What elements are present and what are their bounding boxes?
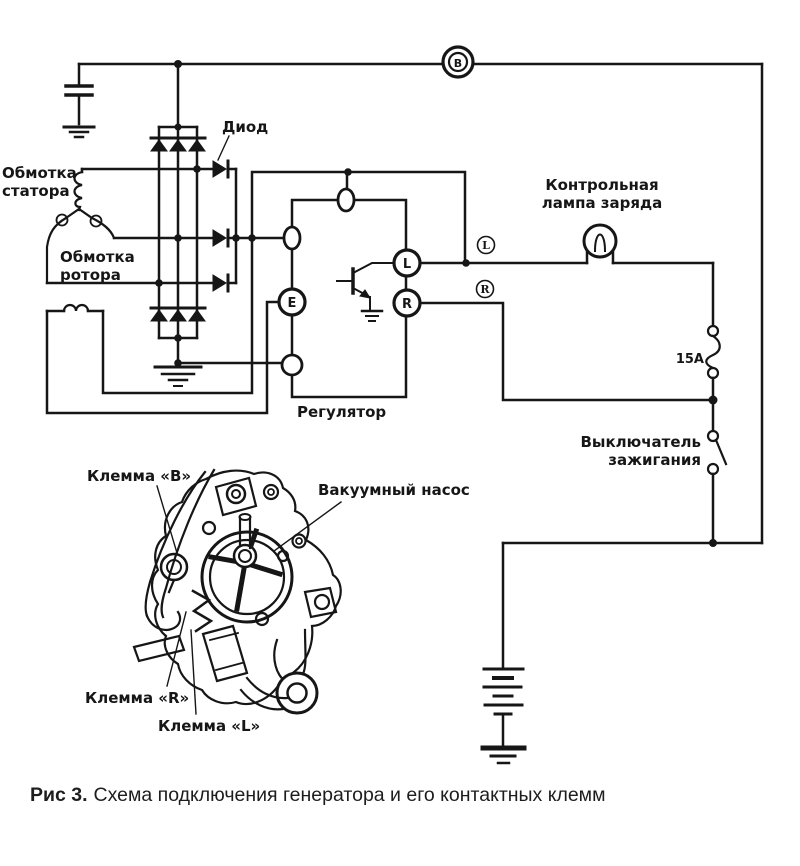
fuse-icon [705, 261, 721, 402]
vacuum-pump-label: Вакуумный насос [318, 481, 470, 499]
terminal-e [277, 287, 307, 317]
regulator-label: Регулятор [297, 403, 386, 421]
charge-lamp-icon [582, 223, 618, 259]
lamp-circuit-wire [418, 249, 715, 265]
terminal-l-letter: L [403, 257, 411, 272]
fuse-rating-label: 15A [676, 352, 704, 367]
circled-r-icon [475, 279, 495, 299]
capacitor-icon [64, 62, 94, 126]
terminal-r-letter: R [402, 297, 412, 312]
transistor-icon [336, 262, 395, 322]
figure-number: Рис 3. [30, 784, 88, 806]
klemma-l-label: Клемма «L» [158, 717, 260, 735]
klemma-r-label: Клемма «R» [85, 689, 189, 707]
rotor-winding-label-line2: ротора [60, 266, 121, 284]
diode-icon [149, 136, 207, 322]
circled-l-letter: L [482, 239, 490, 252]
pointer-lines [156, 485, 342, 715]
ammeter-b-icon [441, 45, 475, 79]
circled-r-letter: R [480, 283, 490, 296]
circled-l-icon [476, 235, 496, 255]
diode-pointer-line [217, 135, 230, 161]
phase-wires [45, 167, 286, 285]
ignition-switch-icon [706, 398, 728, 545]
regulator-box [277, 187, 422, 399]
klemma-b-label: Клемма «B» [87, 467, 191, 485]
alternator-illustration [132, 468, 342, 715]
diode-bridge [149, 62, 207, 365]
bridge-ground-icon [153, 361, 284, 387]
main-positive-bus [77, 62, 764, 545]
battery-wire [501, 541, 764, 669]
diode-trio-icons [212, 159, 230, 293]
stator-winding-icon [73, 167, 84, 212]
stator-winding-label-line2: статора [2, 182, 70, 200]
charge-lamp-label-line2: лампа заряда [542, 194, 663, 212]
r-terminal-wire [418, 301, 715, 402]
terminal-e-letter: E [288, 296, 297, 311]
rotor-winding-icon [45, 207, 116, 285]
stator-winding-label-line1: Обмотка [2, 164, 77, 182]
charge-lamp-label-line1: Контрольная [545, 176, 658, 194]
figure-caption-text: Схема подключения генератора и его конта… [93, 784, 606, 806]
rl-connector [191, 589, 214, 633]
generator-wiring-diagram: Обмотка статора Обмотка ротора Диод Регу… [2, 45, 764, 765]
figure-caption: Рис 3.Схема подключения генератора и его… [30, 784, 775, 807]
vacuum-pump-cover [200, 530, 294, 624]
ignition-switch-label-line1: Выключатель [580, 433, 701, 451]
rotor-winding-label-line1: Обмотка [60, 248, 135, 266]
junction-dots [155, 60, 718, 547]
battery-ground-icon [480, 745, 527, 765]
meter-b-letter: B [454, 57, 462, 70]
ignition-switch-label-line2: зажигания [608, 451, 701, 469]
capacitor-ground-icon [62, 125, 96, 139]
diode-label: Диод [222, 118, 268, 136]
battery-icon [482, 667, 525, 747]
